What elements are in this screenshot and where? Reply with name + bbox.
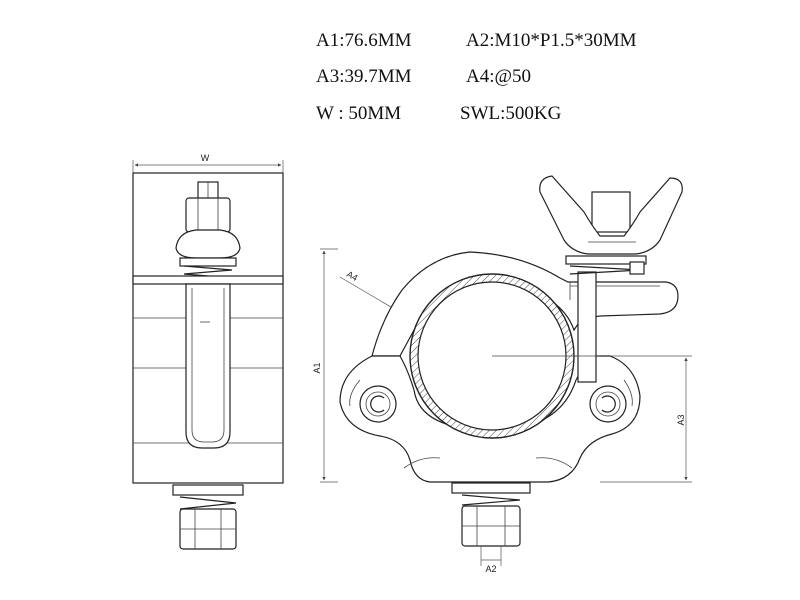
wing-nut-side (175, 229, 241, 259)
spec-w: W : 50MM (316, 103, 402, 124)
vertical-bolt (577, 271, 597, 383)
spec-a3: A3:39.7MM (316, 66, 412, 87)
spec-a4: A4:@50 (466, 66, 531, 87)
dimension-label-a2: A2 (485, 564, 496, 574)
latch-strap-side (185, 283, 231, 449)
front-view: A1 A3 A4 (312, 175, 692, 574)
dimension-label-a3: A3 (676, 414, 686, 425)
clamp-body-side (132, 172, 284, 484)
dimension-a2: A2 (480, 546, 502, 574)
dimension-label-a4: A4 (345, 269, 359, 283)
dimension-w: W (132, 153, 284, 175)
bottom-washer-front (451, 482, 531, 494)
washer-side (179, 257, 237, 267)
side-view: W (132, 153, 284, 550)
dimension-a1: A1 (312, 248, 338, 483)
spec-a2: A2:M10*P1.5*30MM (466, 30, 637, 51)
spec-swl: SWL:500KG (460, 103, 562, 124)
dimension-label-a1: A1 (312, 362, 322, 373)
wing-nut-front (539, 175, 683, 255)
hinge-pin-left (359, 385, 397, 423)
washer-front (565, 255, 647, 265)
dimension-label-w: W (201, 153, 210, 163)
bottom-washer-side (172, 484, 244, 496)
hinge-pin-right (589, 385, 627, 423)
spec-a1: A1:76.6MM (316, 30, 412, 51)
